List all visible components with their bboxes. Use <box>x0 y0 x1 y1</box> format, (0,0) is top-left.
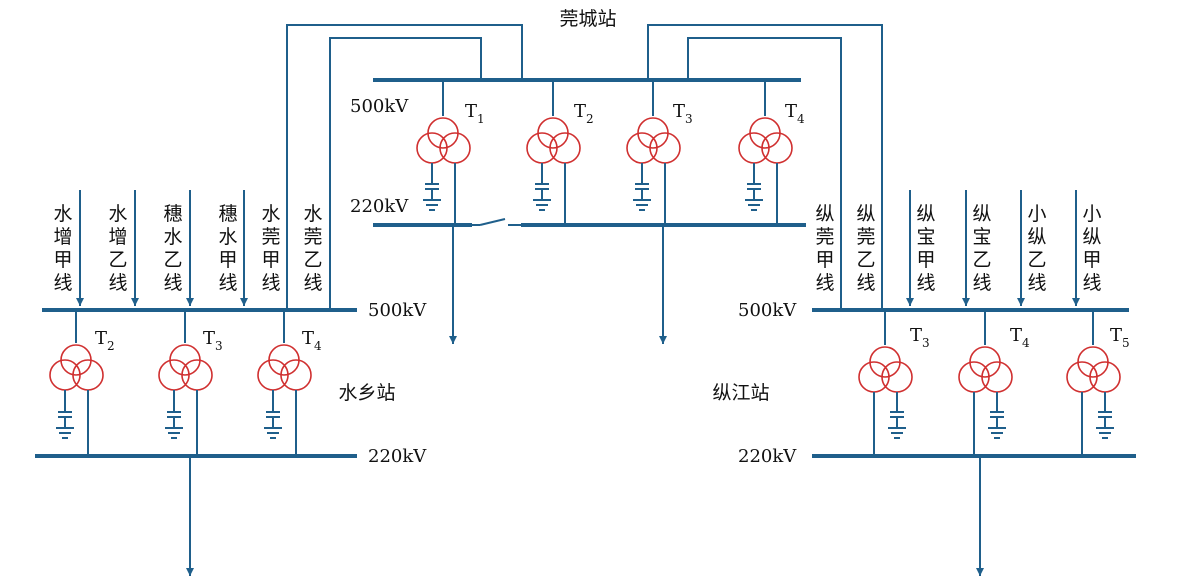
line-label-suishui-jia: 穗水甲线 <box>218 203 237 294</box>
left-t2-label: T2 <box>95 328 115 353</box>
center-transformer-1 <box>416 80 471 225</box>
interconnect-zongguan-jia <box>647 24 883 310</box>
left-line-labels: 水增甲线 水增乙线 穗水乙线 穗水甲线 水莞甲线 水莞乙线 <box>53 203 322 294</box>
center-t4-label: T4 <box>785 101 805 126</box>
interconnect-zongguan-yi <box>687 37 842 310</box>
interconnect-shuiguan-jia <box>286 24 523 310</box>
center-transformer-4 <box>738 80 793 225</box>
left-transformer-3 <box>158 310 213 456</box>
line-label-zongbao-jia: 纵宝甲线 <box>916 203 935 294</box>
bus-tie-switch <box>472 218 521 226</box>
line-label-xiaozong-yi: 小纵乙线 <box>1027 203 1046 294</box>
center-t3-label: T3 <box>673 101 693 126</box>
line-label-zongguan-jia: 纵莞甲线 <box>815 203 834 294</box>
station-name-left: 水乡站 <box>338 382 395 404</box>
right-t3-label: T3 <box>910 325 930 350</box>
line-label-shuiguan-yi: 水莞乙线 <box>303 203 322 294</box>
line-label-shuizeng-jia: 水增甲线 <box>53 203 72 294</box>
right-line-labels: 纵莞甲线 纵莞乙线 纵宝甲线 纵宝乙线 小纵乙线 小纵甲线 <box>815 203 1101 294</box>
left-220kv-label: 220kV <box>368 446 427 467</box>
left-500kv-label: 500kV <box>368 300 427 321</box>
right-t5-label: T5 <box>1110 325 1130 350</box>
line-label-zongbao-yi: 纵宝乙线 <box>972 203 991 294</box>
interconnect-shuiguan-yi <box>329 37 482 310</box>
right-220kv-label: 220kV <box>738 446 797 467</box>
left-transformer-4 <box>257 310 312 456</box>
line-label-suishui-yi: 穗水乙线 <box>163 203 182 294</box>
line-label-xiaozong-jia: 小纵甲线 <box>1082 203 1101 294</box>
center-transformer-2 <box>526 80 581 225</box>
center-500kv-label: 500kV <box>350 96 409 117</box>
left-t4-label: T4 <box>302 328 322 353</box>
left-transformer-2 <box>49 310 104 456</box>
right-transformer-4 <box>958 310 1013 456</box>
line-label-shuiguan-jia: 水莞甲线 <box>261 203 280 294</box>
center-t1-label: T1 <box>465 101 485 126</box>
station-name-right: 纵江站 <box>712 382 769 404</box>
line-label-zongguan-yi: 纵莞乙线 <box>856 203 875 294</box>
left-t3-label: T3 <box>203 328 223 353</box>
right-t4-label: T4 <box>1010 325 1030 350</box>
right-500kv-label: 500kV <box>738 300 797 321</box>
center-t2-label: T2 <box>574 101 594 126</box>
center-transformer-3 <box>626 80 681 225</box>
station-name-center: 莞城站 <box>559 8 616 30</box>
center-220kv-label: 220kV <box>350 196 409 217</box>
right-transformer-5 <box>1066 310 1121 456</box>
right-transformer-3 <box>858 310 913 456</box>
line-label-shuizeng-yi: 水增乙线 <box>108 203 127 294</box>
